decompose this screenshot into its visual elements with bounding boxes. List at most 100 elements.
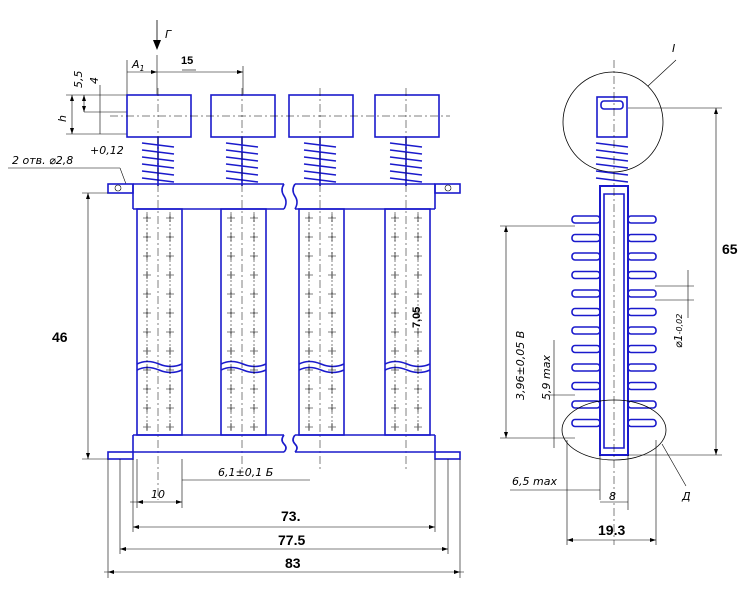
contact-mark xyxy=(328,290,336,298)
fin xyxy=(571,363,601,372)
column-4 xyxy=(384,208,431,436)
contact-mark xyxy=(143,328,151,336)
contact-mark xyxy=(328,404,336,412)
dim-10-label: 10 xyxy=(151,488,165,501)
contact-mark xyxy=(250,347,258,355)
contact-mark xyxy=(391,347,399,355)
front-view: Г А1 15 5,5 4 h xyxy=(8,20,464,578)
dim-phi-label: ⌀1-0,02 xyxy=(672,314,685,348)
contact-mark xyxy=(250,252,258,260)
contact-mark xyxy=(305,328,313,336)
column-2 xyxy=(220,208,267,436)
contact-mark xyxy=(166,252,174,260)
view-arrow-g: Г xyxy=(153,20,172,50)
holes-label: 2 отв. ⌀2,8 xyxy=(12,154,73,167)
fins xyxy=(571,215,657,428)
contact-mark xyxy=(227,404,235,412)
dim-6-1: 6,1±0,1 Б xyxy=(182,466,310,481)
fin xyxy=(571,270,601,280)
label-a1: А1 xyxy=(131,58,145,73)
contact-mark xyxy=(250,404,258,412)
detail-circle-1 xyxy=(562,71,664,173)
contact-mark xyxy=(166,366,174,374)
dim-5-9: 5,9 max xyxy=(540,340,575,448)
contact-mark xyxy=(328,366,336,374)
dim-5-9-label: 5,9 max xyxy=(540,355,553,400)
contact-mark xyxy=(143,271,151,279)
contact-mark xyxy=(305,423,313,431)
contact-mark xyxy=(305,385,313,393)
fin xyxy=(627,344,657,354)
contact-mark xyxy=(328,347,336,355)
fin xyxy=(571,233,601,243)
contact-mark xyxy=(328,233,336,241)
contact-mark xyxy=(305,290,313,298)
contact-mark xyxy=(227,309,235,317)
spring-4 xyxy=(389,137,423,186)
dim-phi: ⌀1-0,02 xyxy=(655,270,694,348)
fin xyxy=(627,289,657,298)
column-1 xyxy=(136,208,183,436)
contact-marks xyxy=(143,214,422,431)
contact-mark xyxy=(328,271,336,279)
contact-mark xyxy=(250,271,258,279)
spring-1 xyxy=(141,137,175,186)
contact-mark xyxy=(414,404,422,412)
contact-mark xyxy=(391,290,399,298)
contact-mark xyxy=(143,214,151,222)
dim-8-label: 8 xyxy=(609,490,616,503)
contact-mark xyxy=(414,366,422,374)
contact-mark xyxy=(250,328,258,336)
fin xyxy=(571,289,601,298)
dim-77-5-label: 77.5 xyxy=(278,532,305,548)
contact-mark xyxy=(227,233,235,241)
contact-mark xyxy=(166,347,174,355)
fin xyxy=(627,270,657,280)
holes-tolerance: +0,12 xyxy=(90,144,124,157)
contact-mark xyxy=(143,347,151,355)
contact-mark xyxy=(227,252,235,260)
contact-mark xyxy=(328,385,336,393)
contact-mark xyxy=(391,214,399,222)
contact-mark xyxy=(143,252,151,260)
contact-mark xyxy=(305,366,313,374)
fin xyxy=(627,233,657,243)
fin xyxy=(571,400,601,409)
contact-mark xyxy=(166,385,174,393)
contact-mark xyxy=(143,423,151,431)
dim-8: 8 xyxy=(600,455,629,510)
dim-83-label: 83 xyxy=(285,555,301,571)
fin xyxy=(571,381,601,391)
fin xyxy=(627,307,657,317)
dim-h-label: h xyxy=(56,115,69,122)
contact-mark xyxy=(414,271,422,279)
contact-mark xyxy=(166,328,174,336)
fin xyxy=(571,252,601,261)
contact-mark xyxy=(414,252,422,260)
dim-6-5: 6,5 max xyxy=(510,440,601,545)
fin xyxy=(627,381,657,391)
dim-65-label: 65 xyxy=(722,241,738,257)
contact-mark xyxy=(143,385,151,393)
holes-callout: 2 отв. ⌀2,8 +0,12 xyxy=(8,144,127,185)
contact-mark xyxy=(328,214,336,222)
spring-2 xyxy=(225,137,259,186)
contact-mark xyxy=(391,233,399,241)
contact-mark xyxy=(227,385,235,393)
contact-mark xyxy=(250,233,258,241)
contact-mark xyxy=(391,385,399,393)
dim-6-5-label: 6,5 max xyxy=(512,475,557,488)
contact-mark xyxy=(143,309,151,317)
side-view: I Д 65 ⌀1-0,02 xyxy=(500,42,738,545)
dim-10: 10 xyxy=(130,459,183,508)
contact-mark xyxy=(166,233,174,241)
contact-mark xyxy=(250,385,258,393)
contact-mark xyxy=(227,290,235,298)
contact-mark xyxy=(166,404,174,412)
fin xyxy=(571,307,601,317)
contact-mark xyxy=(414,385,422,393)
contact-mark xyxy=(227,328,235,336)
contact-mark xyxy=(305,233,313,241)
dim-46: 46 xyxy=(52,192,108,460)
